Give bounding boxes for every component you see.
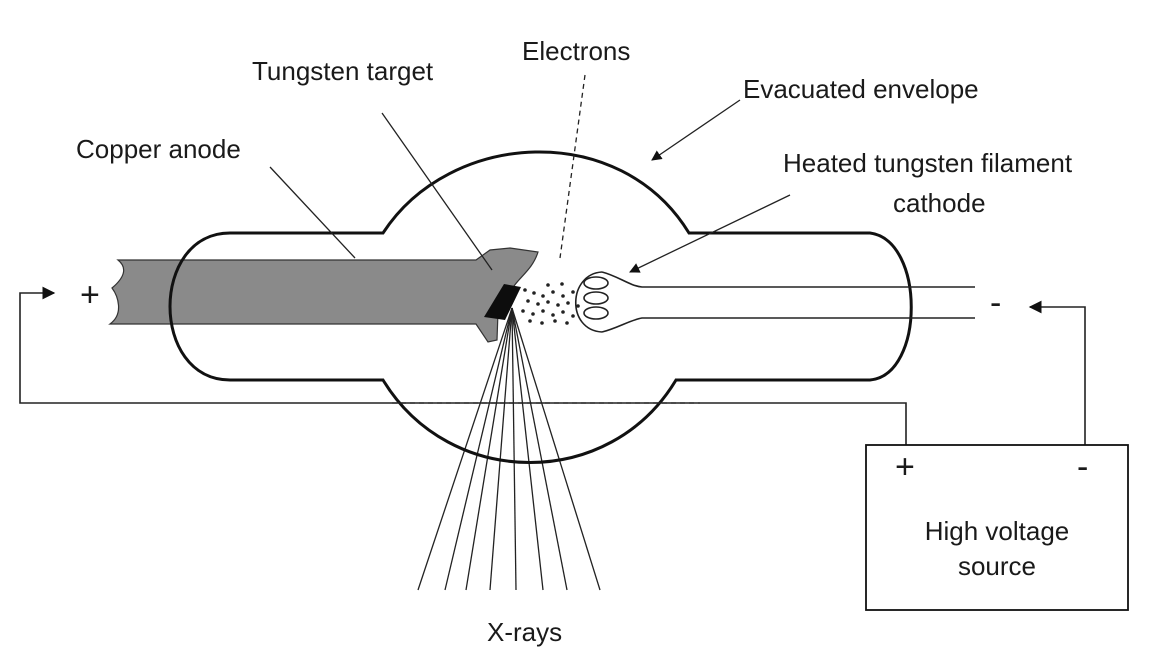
filament-coil — [583, 276, 609, 290]
cathode-minus-sign: - — [990, 284, 1001, 322]
label-copper-anode: Copper anode — [76, 134, 241, 164]
source-plus-sign: + — [895, 448, 915, 486]
leader-lines — [269, 74, 791, 273]
external-circuit — [19, 286, 1086, 445]
filament-coil — [583, 306, 609, 320]
filament-coil — [583, 291, 609, 305]
label-source-line1: High voltage — [925, 516, 1070, 546]
label-cathode: cathode — [893, 188, 986, 218]
evacuated-envelope — [168, 150, 913, 464]
label-source-line2: source — [958, 551, 1036, 581]
xray-beam — [417, 307, 601, 591]
label-xrays: X-rays — [487, 617, 562, 647]
label-electrons: Electrons — [522, 36, 630, 66]
anode-plus-sign: + — [80, 276, 100, 314]
cathode-assembly — [574, 271, 975, 333]
tungsten-target — [484, 284, 521, 320]
high-voltage-source — [865, 444, 1129, 611]
copper-anode — [108, 247, 539, 343]
electron-stream — [521, 282, 580, 325]
label-filament: Heated tungsten filament — [783, 148, 1073, 178]
label-tungsten-target: Tungsten target — [252, 56, 434, 86]
source-minus-sign: - — [1077, 448, 1088, 486]
label-evacuated-envelope: Evacuated envelope — [743, 74, 979, 104]
